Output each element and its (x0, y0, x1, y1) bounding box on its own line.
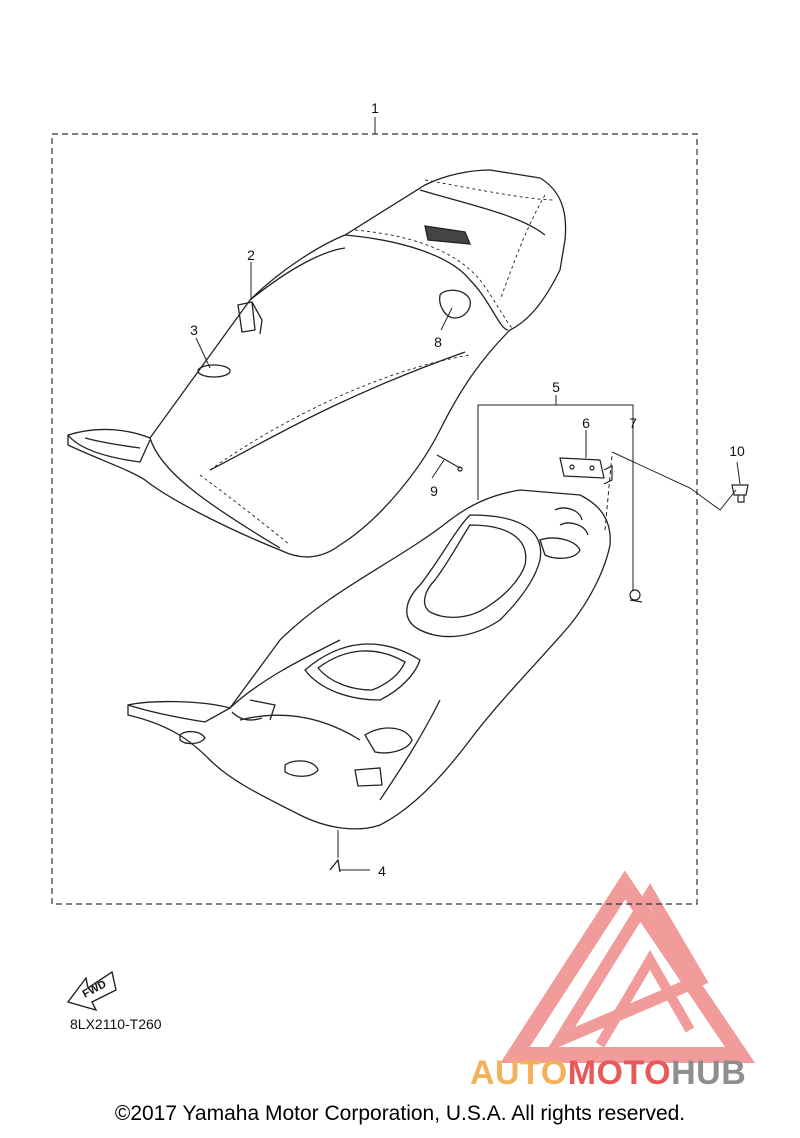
callout-4: 4 (378, 863, 386, 879)
part-9-pin (436, 454, 463, 472)
assembly-boundary (51, 133, 698, 905)
part-7-clip (629, 589, 643, 603)
callout-9: 9 (430, 483, 438, 499)
watermark-logo (500, 870, 756, 1063)
seat-cover (67, 169, 567, 558)
callout-5: 5 (552, 379, 560, 395)
callout-10: 10 (729, 443, 745, 459)
leader-lines (195, 117, 741, 871)
seat-base (127, 489, 611, 830)
watermark-text-moto: MOTO (567, 1054, 672, 1092)
fwd-arrow-icon: FWD (66, 970, 117, 1012)
watermark-text-auto: AUTO (470, 1054, 568, 1092)
callout-8: 8 (434, 334, 442, 350)
part-6-bracket (559, 457, 613, 485)
part-4-clip (329, 858, 341, 873)
copyright-notice: ©2017 Yamaha Motor Corporation, U.S.A. A… (114, 1102, 686, 1125)
callout-7: 7 (629, 415, 637, 431)
callout-2: 2 (247, 247, 255, 263)
part-10-bolt (731, 484, 749, 503)
watermark-text: AUTOMOTOHUB (470, 1054, 746, 1093)
callout-1: 1 (371, 100, 379, 116)
callout-3: 3 (190, 322, 198, 338)
watermark-text-hub: HUB (671, 1054, 747, 1092)
callout-6: 6 (582, 415, 590, 431)
diagram-part-code: 8LX2110-T260 (70, 1016, 162, 1032)
